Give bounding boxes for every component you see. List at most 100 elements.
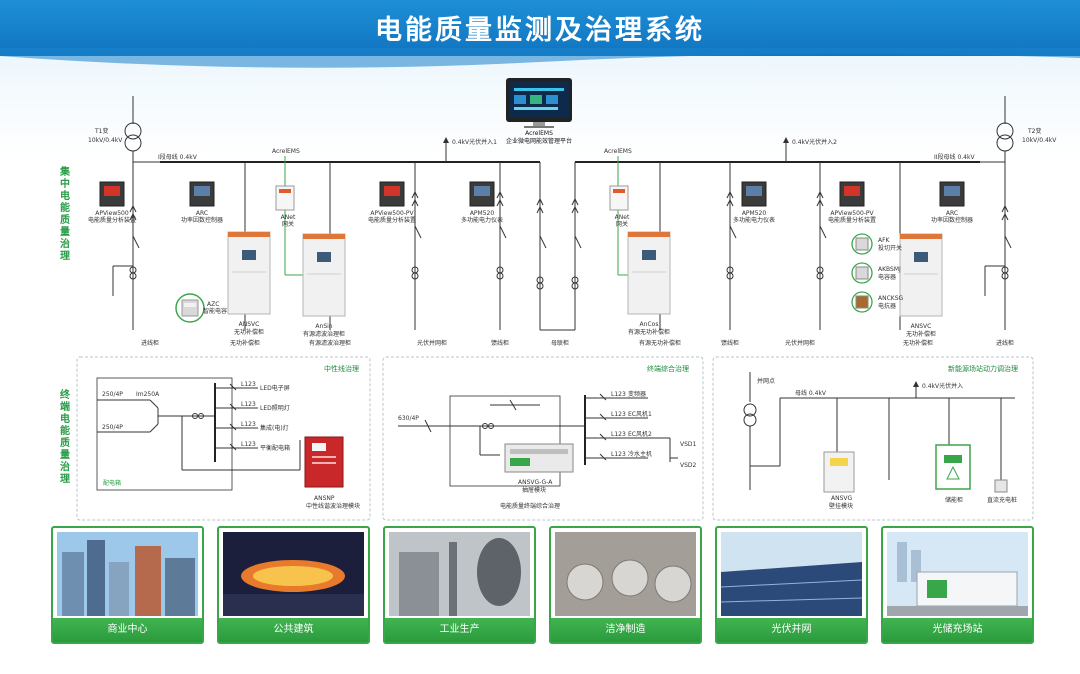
app-card-clean: 洁净制造 (549, 526, 702, 644)
terminal-label: 终端电能质量治理 (60, 388, 71, 485)
app-card-industry: 工业生产 (383, 526, 536, 644)
device-desc: 电能质量分析装置 (88, 216, 136, 224)
part-desc: 投切开关 (878, 244, 902, 252)
cabinet-desc: 有源无功补偿柜 (628, 328, 670, 336)
app-card-pv: 光伏并网 (715, 526, 868, 644)
device-desc: 功率因数控制器 (181, 216, 223, 224)
clean-photo (555, 532, 696, 616)
p3-grid-point: 并网点 (757, 377, 775, 385)
part-model: AKBSMJ (878, 266, 901, 273)
app-label: 光储充场站 (883, 618, 1032, 642)
panel-newenergy-schematic (743, 372, 1015, 493)
p1-device-desc: 中性线谐波治理模块 (306, 502, 360, 510)
pv-in-1-label: 0.4kV光伏并入1 (452, 138, 497, 146)
app-label: 公共建筑 (219, 618, 368, 642)
bottom-label: 母联柜 (551, 339, 569, 347)
bus-left-label: I段母线 0.4kV (158, 153, 198, 161)
p2-vsd-2: VSD2 (680, 462, 697, 469)
bottom-label: 馈线柜 (721, 339, 739, 347)
azc-desc: 智能电容 (203, 307, 227, 315)
azc-model: AZC (207, 301, 219, 308)
p1-feeder-load: LED照明灯 (260, 404, 290, 412)
p2-vsd-1: VSD1 (680, 441, 697, 448)
p1-input-2: 250/4P (102, 424, 123, 431)
p3-load-2: 直流充电桩 (987, 496, 1017, 504)
device-model: ARC (196, 210, 208, 217)
panel-neutral (76, 356, 371, 521)
device-model: APM520 (742, 210, 767, 217)
p1-feeder-load: 平衡配电箱 (260, 444, 290, 452)
p2-feeder-load: EC风机1 (628, 410, 652, 418)
panel-terminal-schematic (398, 393, 678, 487)
p1-feeder-load: LED电子屏 (260, 384, 290, 392)
storage-photo (887, 532, 1028, 616)
bottom-labels: 进线柜无功补偿柜有源滤波治理柜光伏并网柜馈线柜母联柜有源无功补偿柜馈线柜光伏并网… (141, 339, 1014, 347)
p3-bus: 母线 0.4kV (795, 389, 827, 397)
panel-terminal (382, 356, 704, 521)
p3-device-desc: 壁挂模块 (829, 502, 853, 510)
part-desc: 电抗器 (878, 302, 896, 310)
cabinet-desc: 无功补偿柜 (906, 330, 936, 338)
p1-switch: Im250A (136, 391, 160, 398)
ems-right-label: AcrelEMS (604, 148, 632, 155)
pv-in-2-label: 0.4kV光伏并入2 (792, 138, 837, 146)
bottom-label: 馈线柜 (491, 339, 509, 347)
p1-feeder-tag: L123 (241, 441, 256, 448)
device-model: APM520 (470, 210, 495, 217)
p2-device-model: ANSVG-G-A (518, 479, 553, 486)
header-banner: 电能质量监测及治理系统 (0, 0, 1080, 56)
p3-pv-in: 0.4kV光伏并入 (922, 382, 963, 390)
device-desc: 电能质量分析装置 (828, 216, 876, 224)
app-card-public: 公共建筑 (217, 526, 370, 644)
device-desc: 网关 (616, 220, 628, 228)
page-title: 电能质量监测及治理系统 (375, 15, 705, 46)
ems-left-label: AcrelEMS (272, 148, 300, 155)
cabinet-desc: 有源滤波治理柜 (303, 330, 345, 338)
p2-feeder-tag: L123 (611, 451, 626, 458)
cabinet-desc: 无功补偿柜 (234, 328, 264, 336)
transformer-left (124, 96, 142, 330)
p2-feeder-load: EC风机2 (628, 430, 652, 438)
device-model: APView500 (95, 210, 129, 217)
p2-input: 630/4P (398, 415, 419, 422)
p1-feeder-tag: L123 (241, 421, 256, 428)
app-card-storage: 光储充场站 (881, 526, 1034, 644)
panel-newenergy (712, 356, 1034, 521)
p1-device-model: ANSNP (314, 495, 335, 502)
device-model: APView500-PV (830, 210, 874, 217)
industry-photo (389, 532, 530, 616)
transformer-left-name: T1变 (94, 127, 108, 135)
bottom-label: 光伏并网柜 (417, 339, 447, 347)
p2-caption: 电能质量终端综合治理 (500, 502, 560, 510)
cabinet-model: AnCos (640, 321, 659, 328)
p3-load-1: 储能柜 (945, 496, 963, 504)
app-label: 光伏并网 (717, 618, 866, 642)
app-label: 商业中心 (53, 618, 202, 642)
device-model: ARC (946, 210, 958, 217)
p2-feeder-load: 变频器 (628, 390, 646, 398)
bottom-label: 无功补偿柜 (230, 339, 260, 347)
p2-feeder-tag: L123 (611, 391, 626, 398)
part-model: AFK (878, 237, 891, 244)
p1-source: 配电箱 (103, 479, 121, 487)
app-label: 工业生产 (385, 618, 534, 642)
device-desc: 功率因数控制器 (931, 216, 973, 224)
bus-right-label: II段母线 0.4kV (934, 153, 975, 161)
part-desc: 电容器 (878, 273, 896, 281)
p2-feeder-tag: L123 (611, 431, 626, 438)
